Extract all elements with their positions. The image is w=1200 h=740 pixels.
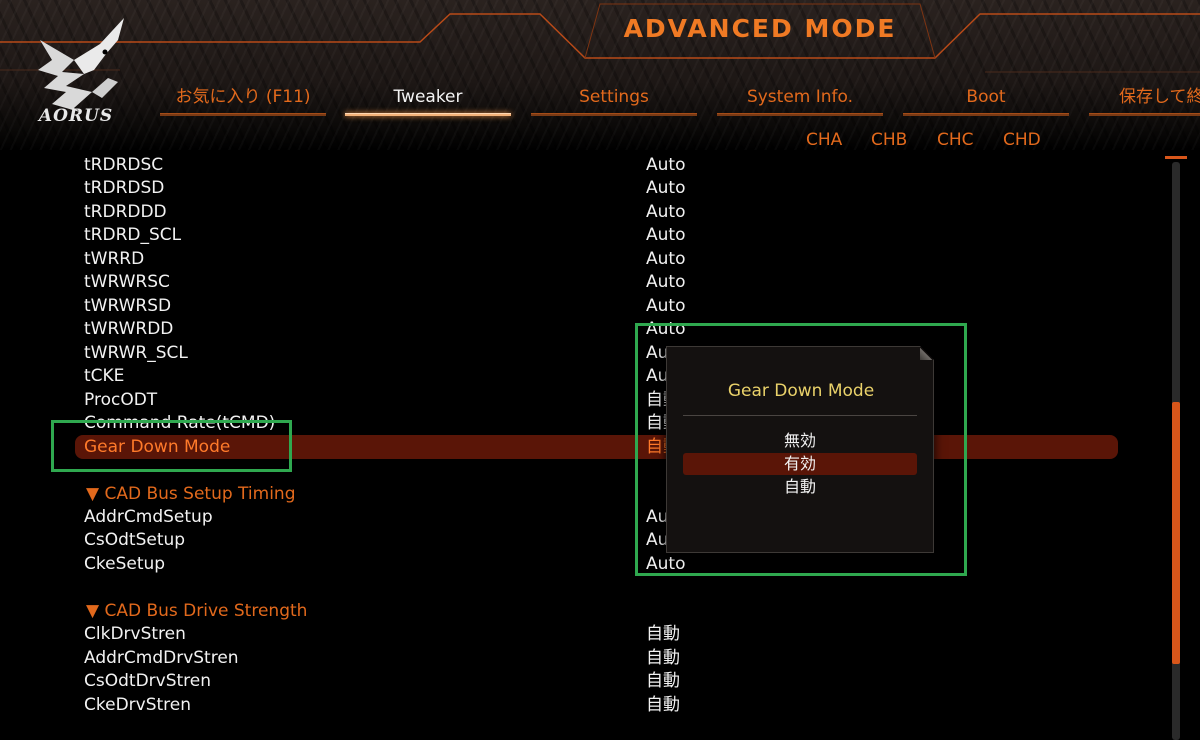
scrollbar-thumb[interactable]: [1172, 402, 1180, 664]
setting-label: tRDRDSC: [84, 155, 164, 175]
scrollbar-top-cap: [1165, 156, 1187, 159]
tab-save-exit[interactable]: 保存して終: [1089, 86, 1200, 118]
popup-title: Gear Down Mode: [727, 381, 875, 401]
bios-header: ADVANCED MODE: [0, 0, 1200, 150]
section-label: ▼ CAD Bus Setup Timing: [86, 484, 296, 504]
setting-value: Auto: [646, 225, 686, 245]
setting-label: tRDRDSD: [84, 178, 165, 198]
setting-row[interactable]: CkeDrvStren 自動: [84, 694, 1084, 718]
tab-label: System Info.: [746, 87, 854, 107]
setting-value: 自動: [646, 695, 680, 715]
setting-label: CkeDrvStren: [84, 695, 192, 715]
setting-value: Auto: [646, 202, 686, 222]
setting-label: tWRRD: [84, 249, 145, 269]
annotation-box-gear-down-label: [51, 420, 292, 472]
channel-chc[interactable]: CHC: [937, 130, 974, 150]
setting-value: Auto: [646, 272, 686, 292]
setting-row[interactable]: tWRWRSD Auto: [84, 295, 1084, 319]
tab-underline: [531, 113, 697, 116]
setting-row[interactable]: tRDRDDD Auto: [84, 201, 1084, 225]
channel-cha[interactable]: CHA: [806, 130, 843, 150]
setting-value: Auto: [646, 296, 686, 316]
selected-row-highlight: [75, 435, 1118, 459]
setting-label: ProcODT: [84, 390, 158, 410]
setting-row[interactable]: CsOdtDrvStren 自動: [84, 670, 1084, 694]
annotation-box-popup: [635, 323, 967, 576]
setting-value: Auto: [646, 155, 686, 175]
setting-row[interactable]: ClkDrvStren 自動: [84, 623, 1084, 647]
setting-label: CsOdtSetup: [84, 530, 186, 550]
setting-label: Command Rate(tCMD): [84, 413, 276, 433]
setting-label: CsOdtDrvStren: [84, 671, 212, 691]
setting-label: tWRWRDD: [84, 319, 174, 339]
tab-underline: [903, 113, 1069, 116]
popup-option-disabled[interactable]: 無効: [783, 431, 816, 450]
setting-value: 自動: [646, 624, 680, 644]
mode-title: ADVANCED MODE: [623, 14, 897, 43]
aorus-logo-text: AORUS: [38, 106, 114, 126]
tab-underline: [160, 113, 326, 116]
tab-boot[interactable]: Boot: [903, 86, 1069, 118]
setting-row[interactable]: tRDRDSD Auto: [84, 177, 1084, 201]
setting-value: Auto: [646, 249, 686, 269]
tab-underline: [1089, 113, 1200, 116]
tab-label: Tweaker: [393, 87, 463, 107]
setting-label: tRDRDDD: [84, 202, 167, 222]
popup-corner-fold-icon: [920, 348, 932, 360]
tab-favorites[interactable]: お気に入り (F11): [160, 86, 326, 118]
section-label: ▼ CAD Bus Drive Strength: [86, 601, 308, 621]
tab-underline: [345, 113, 511, 116]
tab-settings[interactable]: Settings: [531, 86, 697, 118]
setting-label: tRDRD_SCL: [84, 225, 182, 245]
tab-label: 保存して終: [1119, 87, 1200, 107]
channel-chd[interactable]: CHD: [1003, 130, 1041, 150]
setting-label: tWRWR_SCL: [84, 343, 188, 363]
setting-label: tCKE: [84, 366, 125, 386]
setting-value: Auto: [646, 554, 686, 574]
setting-value: 自動: [646, 671, 680, 691]
tab-label: Boot: [966, 87, 1006, 107]
setting-value: 自動: [646, 648, 680, 668]
setting-row[interactable]: CkeSetup Auto: [84, 553, 1084, 577]
header-frame-lines: [0, 3, 1200, 73]
setting-row[interactable]: tWRRD Auto: [84, 248, 1084, 272]
setting-label: ClkDrvStren: [84, 624, 186, 644]
option-popup: Gear Down Mode 無効 有効 自動: [666, 346, 934, 553]
tab-label: お気に入り (F11): [175, 87, 311, 107]
setting-label: AddrCmdSetup: [84, 507, 213, 527]
popup-option-auto[interactable]: 自動: [783, 477, 816, 496]
tab-label: Settings: [579, 87, 649, 107]
setting-label: tWRWRSC: [84, 272, 170, 292]
popup-option-enabled[interactable]: 有効: [683, 453, 917, 475]
setting-value: Auto: [646, 178, 686, 198]
header-texture: [0, 0, 1200, 150]
aorus-eagle-logo-icon: [38, 18, 124, 112]
setting-label: CkeSetup: [84, 554, 166, 574]
setting-label: tWRWRSD: [84, 296, 172, 316]
popup-divider: [683, 415, 917, 416]
section-header-cad-bus-drive-strength[interactable]: ▼ CAD Bus Drive Strength: [84, 600, 1084, 624]
setting-label: AddrCmdDrvStren: [84, 648, 239, 668]
tab-tweaker[interactable]: Tweaker: [345, 86, 511, 118]
setting-row[interactable]: tRDRDSC Auto: [84, 154, 1084, 178]
tab-underline: [717, 113, 883, 116]
tab-system-info[interactable]: System Info.: [717, 86, 883, 118]
setting-label: Gear Down Mode: [84, 437, 231, 457]
channel-chb[interactable]: CHB: [871, 130, 908, 150]
setting-row[interactable]: tRDRD_SCL Auto: [84, 224, 1084, 248]
section-header-cad-bus-setup-timing[interactable]: ▼ CAD Bus Setup Timing: [84, 483, 1084, 507]
setting-row[interactable]: tWRWRSC Auto: [84, 271, 1084, 295]
setting-row[interactable]: AddrCmdDrvStren 自動: [84, 647, 1084, 671]
